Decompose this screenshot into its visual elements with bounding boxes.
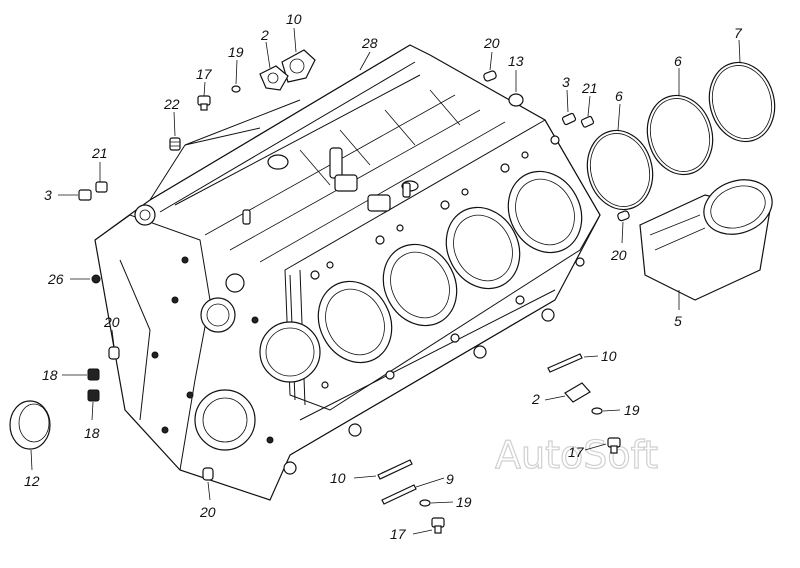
arrow-line — [184, 127, 261, 146]
callout-10: 10 — [601, 348, 617, 364]
callout-21: 21 — [581, 80, 598, 96]
bushing-21-left — [95, 181, 108, 193]
washer-19-top — [231, 85, 241, 93]
callout-10: 10 — [330, 470, 346, 486]
callout-2: 2 — [531, 391, 540, 407]
cylinder-block — [94, 44, 601, 501]
leader-lines — [30, 27, 741, 535]
callout-12: 12 — [24, 473, 40, 489]
seal-ring-6b — [646, 94, 714, 176]
watermark: AutoSoft — [495, 433, 658, 477]
pin-20-left — [108, 346, 120, 360]
strip-10-right — [547, 353, 583, 373]
cylinder-liner-5 — [639, 179, 773, 301]
bushing-21-right — [580, 115, 595, 128]
callout-3: 3 — [562, 74, 570, 90]
plug-18b — [87, 389, 100, 402]
cylinder-bores — [317, 170, 583, 364]
callout-6: 6 — [674, 53, 682, 69]
seal-ring-6a — [586, 129, 654, 211]
sleeve-3-right — [561, 112, 577, 126]
callout-21: 21 — [91, 145, 108, 161]
gasket-2-lower — [564, 382, 591, 403]
callout-18: 18 — [84, 425, 100, 441]
bolt-17-right — [607, 437, 621, 454]
callout-labels: 10 2 19 17 22 28 20 13 3 21 6 6 7 21 3 2… — [24, 11, 743, 542]
callout-9: 9 — [446, 471, 454, 487]
callout-2: 2 — [260, 27, 269, 43]
plug-22 — [169, 137, 181, 151]
callout-10: 10 — [286, 11, 302, 27]
head-bolt-holes — [310, 135, 585, 389]
callout-18: 18 — [42, 367, 58, 383]
callout-6: 6 — [615, 88, 623, 104]
washer-19-right — [591, 407, 603, 415]
bolt-17-top — [197, 95, 211, 111]
callout-20: 20 — [483, 35, 500, 51]
plug-13 — [508, 93, 524, 107]
callout-20: 20 — [103, 314, 120, 330]
washer-19-bottom — [419, 499, 431, 507]
bolt-17-bottom — [431, 517, 445, 534]
callout-3: 3 — [44, 187, 52, 203]
arrow-line — [149, 144, 186, 201]
callout-26: 26 — [47, 271, 64, 287]
callout-17: 17 — [196, 66, 213, 82]
callout-13: 13 — [508, 53, 524, 69]
strip-9 — [381, 484, 417, 505]
callout-17: 17 — [568, 444, 585, 460]
sleeve-3-left — [78, 189, 92, 201]
gasket-2-top — [259, 65, 289, 91]
callout-17: 17 — [390, 526, 407, 542]
callout-28: 28 — [361, 35, 378, 51]
plug-26 — [91, 274, 101, 284]
plug-18a — [87, 368, 100, 381]
pin-20-bottom — [202, 467, 214, 481]
callout-19: 19 — [456, 494, 472, 510]
cap-plug-12 — [9, 400, 51, 450]
arrow-line — [184, 99, 301, 146]
callout-20: 20 — [199, 504, 216, 520]
callout-5: 5 — [674, 313, 682, 329]
callout-7: 7 — [734, 25, 743, 41]
callout-20: 20 — [610, 247, 627, 263]
pin-20-top — [483, 70, 497, 82]
callout-19: 19 — [624, 402, 640, 418]
callout-22: 22 — [163, 96, 180, 112]
strip-10-bottom — [377, 459, 413, 480]
pin-20-right — [617, 210, 630, 222]
seal-ring-7 — [708, 61, 776, 143]
callout-19: 19 — [228, 44, 244, 60]
